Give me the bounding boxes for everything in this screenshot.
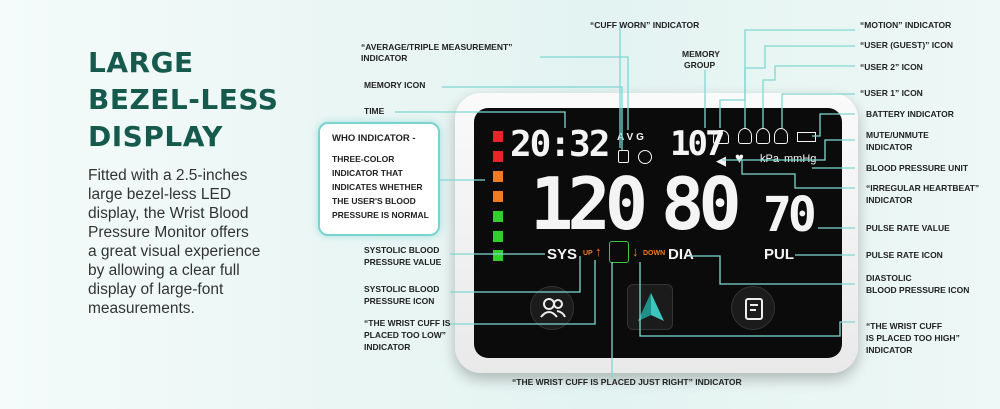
who-line: THE USER'S BLOOD [332, 196, 416, 206]
annotation-mute: MUTE/UNMUTE [866, 130, 929, 140]
annotation-too-low: INDICATOR [364, 342, 411, 352]
who-bar-red [493, 131, 503, 142]
who-bar-green [493, 250, 503, 261]
unit-mmhg: mmHg [784, 153, 817, 165]
diastolic-value: 80 [661, 162, 742, 246]
annotation-systolic-value: PRESSURE VALUE [364, 257, 442, 267]
who-title: WHO INDICATOR - [332, 133, 416, 144]
annotation-just-right: “THE WRIST CUFF IS PLACED JUST RIGHT” IN… [512, 377, 742, 387]
annotation-systolic-icon: PRESSURE ICON [364, 296, 435, 306]
down-arrow-icon: ↓ [632, 244, 639, 259]
headline-line-2: BEZEL-LESS [88, 83, 279, 116]
description-line: a great visual experience [88, 243, 261, 260]
who-line: INDICATES WHETHER [332, 182, 423, 192]
annotation-too-high: “THE WRIST CUFF [866, 321, 943, 331]
annotation-systolic-value: SYSTOLIC BLOOD [364, 245, 440, 255]
who-indicator-callout: WHO INDICATOR - THREE-COLOR INDICATOR TH… [318, 122, 440, 236]
who-line: THREE-COLOR [332, 154, 395, 164]
pulse-value: 70 [763, 187, 817, 243]
motion-icon [713, 130, 729, 144]
annotation-systolic-icon: SYSTOLIC BLOOD [364, 284, 440, 294]
description-line: by allowing a clear full [88, 262, 240, 279]
description-line: display, the Wrist Blood [88, 205, 249, 222]
annotation-too-low: PLACED TOO LOW” [364, 330, 447, 340]
annotation-avg-triple: INDICATOR [361, 53, 408, 63]
just-right-icon [609, 241, 629, 263]
user-1-icon [774, 128, 788, 144]
avg-indicator: AVG [617, 132, 647, 143]
down-label: DOWN [643, 250, 666, 257]
annotation-bp-unit: BLOOD PRESSURE UNIT [866, 163, 969, 173]
annotation-memory-group: GROUP [684, 60, 716, 70]
irregular-heartbeat-icon: ♥ [735, 150, 744, 167]
description-line: display of large-font [88, 281, 224, 298]
battery-icon [797, 132, 816, 142]
annotation-too-high: INDICATOR [866, 345, 913, 355]
annotation-memory-icon: MEMORY ICON [364, 80, 426, 90]
annotation-time: TIME [364, 106, 385, 116]
description-line: Pressure Monitor offers [88, 224, 249, 241]
description-line: Fitted with a 2.5-inches [88, 167, 248, 184]
systolic-value: 120 [530, 162, 648, 246]
sys-label: SYS [547, 246, 578, 263]
who-bar-green [493, 211, 503, 222]
headline-line-3: DISPLAY [88, 120, 223, 153]
annotation-battery: BATTERY INDICATOR [866, 109, 954, 119]
user-guest-icon [738, 128, 752, 144]
up-label: UP [583, 250, 593, 257]
who-bar-red [493, 151, 503, 162]
annotation-pulse-value: PULSE RATE VALUE [866, 223, 950, 233]
annotation-pulse-icon: PULSE RATE ICON [866, 250, 943, 260]
start-icon [638, 293, 664, 321]
annotation-diastolic: DIASTOLIC [866, 273, 912, 283]
start-button[interactable] [627, 284, 673, 330]
dia-label: DIA [668, 246, 694, 263]
who-line: INDICATOR THAT [332, 168, 403, 178]
user-2-icon [756, 128, 770, 144]
who-bar-orange [493, 191, 503, 202]
up-arrow-icon: ↑ [595, 244, 602, 259]
unit-kpa: kPa [760, 153, 779, 165]
annotation-user-2: “USER 2” ICON [860, 62, 923, 72]
mute-icon: ◀ [716, 153, 726, 168]
annotation-diastolic: BLOOD PRESSURE ICON [866, 285, 970, 295]
pul-label: PUL [764, 246, 794, 263]
annotation-irregular: “IRREGULAR HEARTBEAT” [866, 183, 980, 193]
who-line: PRESSURE IS NORMAL [332, 210, 429, 220]
description-line: large bezel-less LED [88, 186, 232, 203]
annotation-user-1: “USER 1” ICON [860, 88, 923, 98]
who-bar-orange [493, 171, 503, 182]
annotation-cuff-worn: “CUFF WORN” INDICATOR [590, 20, 700, 30]
time-display: 20:32 [510, 124, 610, 165]
annotation-too-low: “THE WRIST CUFF IS [364, 318, 451, 328]
user-button[interactable] [530, 286, 574, 330]
notes-icon [745, 298, 763, 320]
annotation-mute: INDICATOR [866, 142, 913, 152]
annotation-memory-group: MEMORY [682, 49, 720, 59]
cuff-worn-icon [638, 150, 652, 164]
memory-icon [618, 150, 629, 163]
headline-line-1: LARGE [88, 46, 194, 79]
description-line: measurements. [88, 300, 195, 317]
headline: LARGE BEZEL-LESS DISPLAY [88, 44, 328, 155]
annotation-too-high: IS PLACED TOO HIGH” [866, 333, 960, 343]
who-bar-green [493, 231, 503, 242]
annotation-irregular: INDICATOR [866, 195, 913, 205]
annotation-avg-triple: “AVERAGE/TRIPLE MEASUREMENT” [361, 42, 513, 52]
users-icon [540, 298, 566, 318]
annotation-user-guest: “USER (GUEST)” ICON [860, 40, 954, 50]
annotation-motion: “MOTION” INDICATOR [860, 20, 952, 30]
description: Fitted with a 2.5-inches large bezel-les… [88, 166, 308, 318]
memory-button[interactable] [731, 286, 775, 330]
